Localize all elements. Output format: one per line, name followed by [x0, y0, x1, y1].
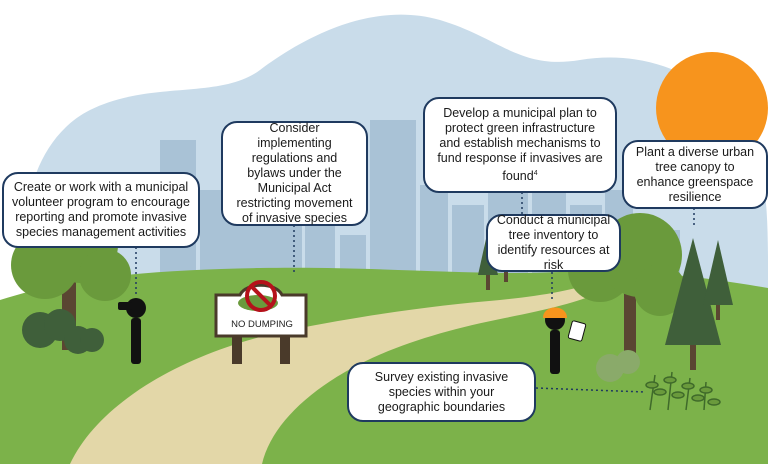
- callout-connectors: [135, 192, 695, 393]
- sign-label: NO DUMPING: [231, 319, 293, 330]
- person-with-binoculars: [118, 298, 146, 364]
- callout-regulations: Consider implementing regulations and by…: [221, 121, 368, 226]
- right-bushes: [596, 350, 640, 382]
- walking-path: [70, 282, 600, 464]
- clipboard-icon: [567, 320, 587, 342]
- invasive-plants: [645, 371, 721, 411]
- callout-tree-canopy-text: Plant a diverse urban tree canopy to enh…: [635, 144, 755, 204]
- callout-tree-inventory-text: Conduct a municipal tree inventory to id…: [496, 213, 611, 272]
- sun: [656, 52, 768, 164]
- callout-volunteer-program: Create or work with a municipal voluntee…: [2, 172, 200, 248]
- callout-tree-canopy: Plant a diverse urban tree canopy to enh…: [622, 140, 768, 209]
- hard-hat-icon: [543, 307, 567, 318]
- left-bushes: [22, 309, 104, 354]
- footnote-marker: 4: [533, 169, 538, 177]
- no-dumping-sign-icon: [245, 280, 277, 312]
- callout-regulations-text: Consider implementing regulations and by…: [236, 121, 353, 225]
- callout-municipal-plan: Develop a municipal plan to protect gree…: [423, 97, 617, 193]
- callout-survey-species-text: Survey existing invasive species within …: [374, 369, 509, 414]
- no-dumping-sign: [214, 280, 308, 364]
- person-with-clipboard: [543, 307, 587, 374]
- callout-volunteer-program-text: Create or work with a municipal voluntee…: [12, 180, 190, 239]
- binoculars-icon: [118, 302, 132, 310]
- callout-municipal-plan-text: Develop a municipal plan to protect gree…: [437, 105, 603, 184]
- callout-survey-species: Survey existing invasive species within …: [347, 362, 536, 422]
- callout-tree-inventory: Conduct a municipal tree inventory to id…: [486, 213, 621, 272]
